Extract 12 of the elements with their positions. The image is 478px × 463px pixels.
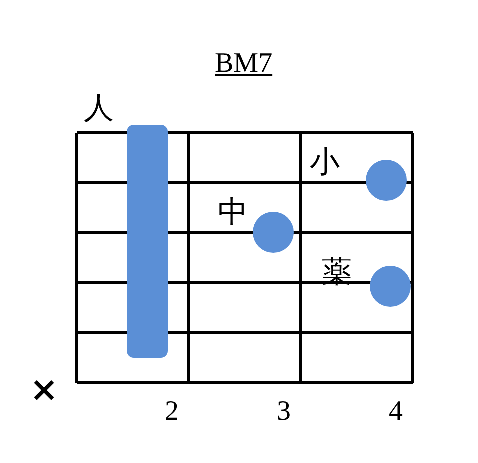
- finger-name: 中: [218, 198, 248, 228]
- finger-dot: [370, 266, 411, 307]
- chord-title: BM7: [215, 50, 273, 78]
- finger-barre-bar: [127, 125, 168, 358]
- fret-number: 2: [165, 398, 179, 426]
- fret-number: 4: [389, 398, 403, 426]
- finger-name: 人: [84, 94, 114, 124]
- finger-dot: [366, 160, 407, 201]
- fret-number: 3: [277, 398, 291, 426]
- muted-string-mark: ×: [30, 373, 58, 407]
- finger-dot: [253, 212, 294, 253]
- finger-name: 小: [310, 148, 340, 178]
